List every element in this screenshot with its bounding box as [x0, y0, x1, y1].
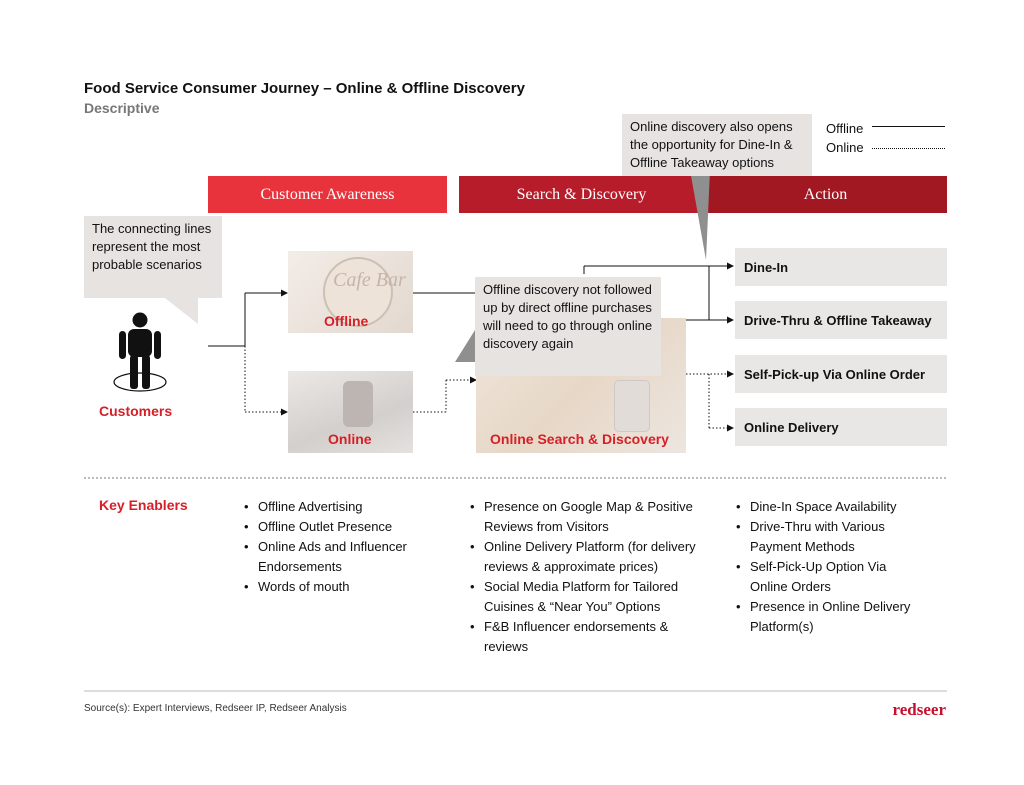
callout-pointer-online-discovery: [690, 170, 710, 260]
search-discovery-label: Online Search & Discovery: [490, 431, 669, 447]
enablers-search-list: Presence on Google Map & Positive Review…: [470, 497, 702, 657]
list-item: Words of mouth: [244, 577, 434, 597]
list-item: Presence in Online Delivery Platform(s): [736, 597, 926, 637]
action-drive-thru: Drive-Thru & Offline Takeaway: [735, 301, 947, 339]
list-item: Dine-In Space Availability: [736, 497, 926, 517]
stage-action: Action: [704, 176, 947, 213]
checklist-phone-image: [614, 380, 650, 432]
list-item: F&B Influencer endorsements & reviews: [470, 617, 702, 657]
action-dine-in: Dine-In: [735, 248, 947, 286]
redseer-logo: redseer: [892, 700, 947, 719]
stage-search-discovery: Search & Discovery: [459, 176, 704, 213]
list-item: Online Delivery Platform (for delivery r…: [470, 537, 702, 577]
page-subtitle: Descriptive: [84, 100, 160, 116]
offline-channel-label: Offline: [324, 313, 369, 329]
key-enablers-title: Key Enablers: [99, 497, 188, 513]
online-channel-label: Online: [328, 431, 372, 447]
list-item: Presence on Google Map & Positive Review…: [470, 497, 702, 537]
legend-offline-line: [872, 126, 945, 127]
action-self-pickup: Self-Pick-up Via Online Order: [735, 355, 947, 393]
stage-customer-awareness: Customer Awareness: [208, 176, 447, 213]
source-note: Source(s): Expert Interviews, Redseer IP…: [84, 703, 347, 714]
cafe-sign-image: [323, 257, 393, 327]
legend-online-label: Online: [826, 140, 864, 155]
offline-channel-image: Cafe Bar Offline: [288, 251, 413, 333]
list-item: Offline Outlet Presence: [244, 517, 434, 537]
callout-connecting-lines: The connecting lines represent the most …: [84, 216, 222, 298]
cafe-sign-text: Cafe Bar: [333, 269, 406, 291]
callout-offline-discovery: Offline discovery not followed up by dir…: [475, 277, 661, 376]
legend-online-line: [872, 148, 945, 149]
list-item: Self-Pick-Up Option Via Online Orders: [736, 557, 926, 597]
callout-online-discovery: Online discovery also opens the opportun…: [622, 114, 812, 176]
action-online-delivery: Online Delivery: [735, 408, 947, 446]
list-item: Online Ads and Influencer Endorsements: [244, 537, 434, 577]
customer-person-icon: [113, 312, 167, 392]
callout-pointer-connecting: [165, 298, 198, 324]
legend-offline-label: Offline: [826, 121, 864, 136]
callout-pointer-offline-discovery: [455, 330, 475, 362]
list-item: Offline Advertising: [244, 497, 434, 517]
customers-label: Customers: [99, 403, 173, 419]
list-item: Social Media Platform for Tailored Cuisi…: [470, 577, 702, 617]
phone-image: [343, 381, 373, 427]
list-item: Drive-Thru with Various Payment Methods: [736, 517, 926, 557]
online-channel-image: Online: [288, 371, 413, 453]
page-title: Food Service Consumer Journey – Online &…: [84, 80, 525, 97]
enablers-action-list: Dine-In Space Availability Drive-Thru wi…: [736, 497, 926, 637]
enablers-awareness-list: Offline Advertising Offline Outlet Prese…: [244, 497, 434, 597]
